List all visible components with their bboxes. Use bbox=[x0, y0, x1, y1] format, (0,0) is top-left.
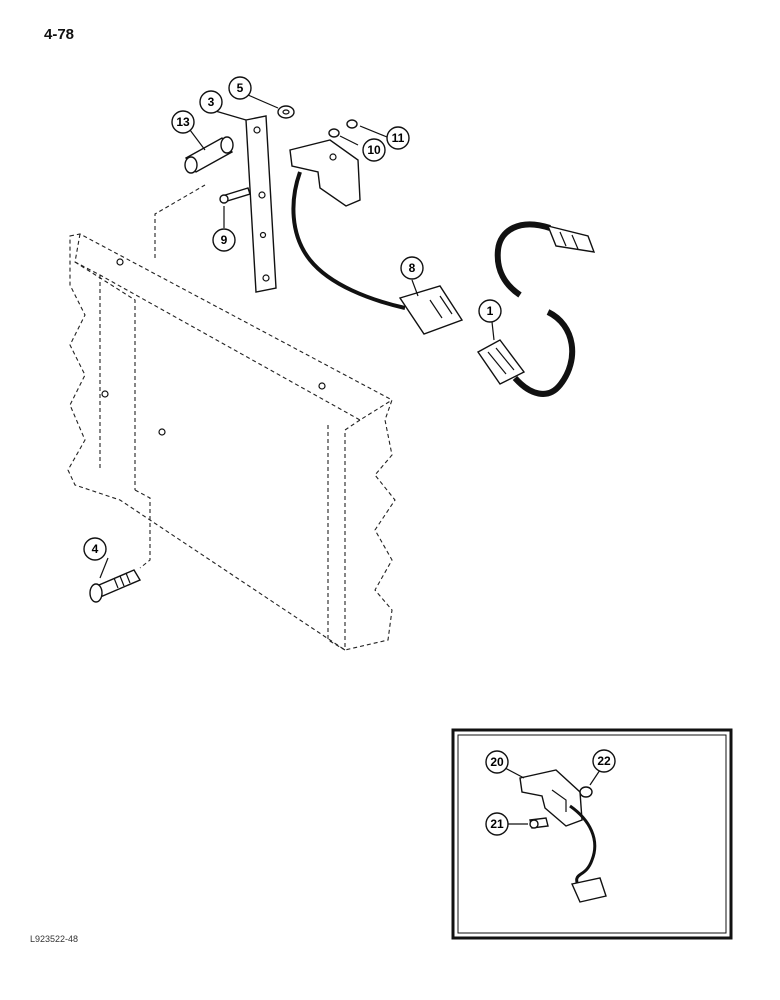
callout-22-label: 22 bbox=[597, 754, 611, 768]
callout-4: 4 bbox=[83, 537, 107, 561]
callout-1-label: 1 bbox=[487, 304, 494, 318]
upper-cable bbox=[494, 221, 596, 298]
figure-code: L923522-48 bbox=[30, 934, 79, 944]
washer-and-nut bbox=[328, 119, 358, 138]
callout-8: 8 bbox=[400, 256, 424, 280]
harness-cable bbox=[291, 171, 406, 310]
frame-panel bbox=[67, 184, 396, 651]
callout-1: 1 bbox=[478, 299, 502, 323]
callout-21-label: 21 bbox=[490, 817, 504, 831]
callout-9: 9 bbox=[212, 228, 236, 252]
connector-assembly bbox=[476, 309, 576, 397]
callout-20: 20 bbox=[485, 750, 509, 774]
leader-lines bbox=[99, 94, 495, 579]
callout-13: 13 bbox=[171, 110, 195, 134]
callout-10: 10 bbox=[362, 138, 386, 162]
callout-20-label: 20 bbox=[490, 755, 504, 769]
callout-3-label: 3 bbox=[208, 95, 215, 109]
callout-22: 22 bbox=[592, 749, 616, 773]
harness-connector bbox=[398, 285, 464, 335]
screw bbox=[219, 187, 251, 204]
nut bbox=[277, 105, 295, 119]
callout-21: 21 bbox=[485, 812, 509, 836]
inset-box bbox=[451, 728, 733, 940]
mounting-strap bbox=[245, 115, 277, 293]
callout-11: 11 bbox=[386, 126, 410, 150]
callout-5-label: 5 bbox=[237, 81, 244, 95]
bolt bbox=[89, 569, 142, 603]
callout-9-label: 9 bbox=[221, 233, 228, 247]
spacer-tube bbox=[184, 136, 234, 174]
callout-4-label: 4 bbox=[92, 542, 99, 556]
callout-8-label: 8 bbox=[409, 261, 416, 275]
callout-13-label: 13 bbox=[176, 115, 190, 129]
callout-3: 3 bbox=[199, 90, 223, 114]
switch-bracket bbox=[289, 139, 361, 207]
callout-5: 5 bbox=[228, 76, 252, 100]
callout-10-label: 10 bbox=[367, 143, 381, 157]
callout-11-label: 11 bbox=[392, 131, 405, 145]
page-number: 4-78 bbox=[44, 26, 75, 43]
